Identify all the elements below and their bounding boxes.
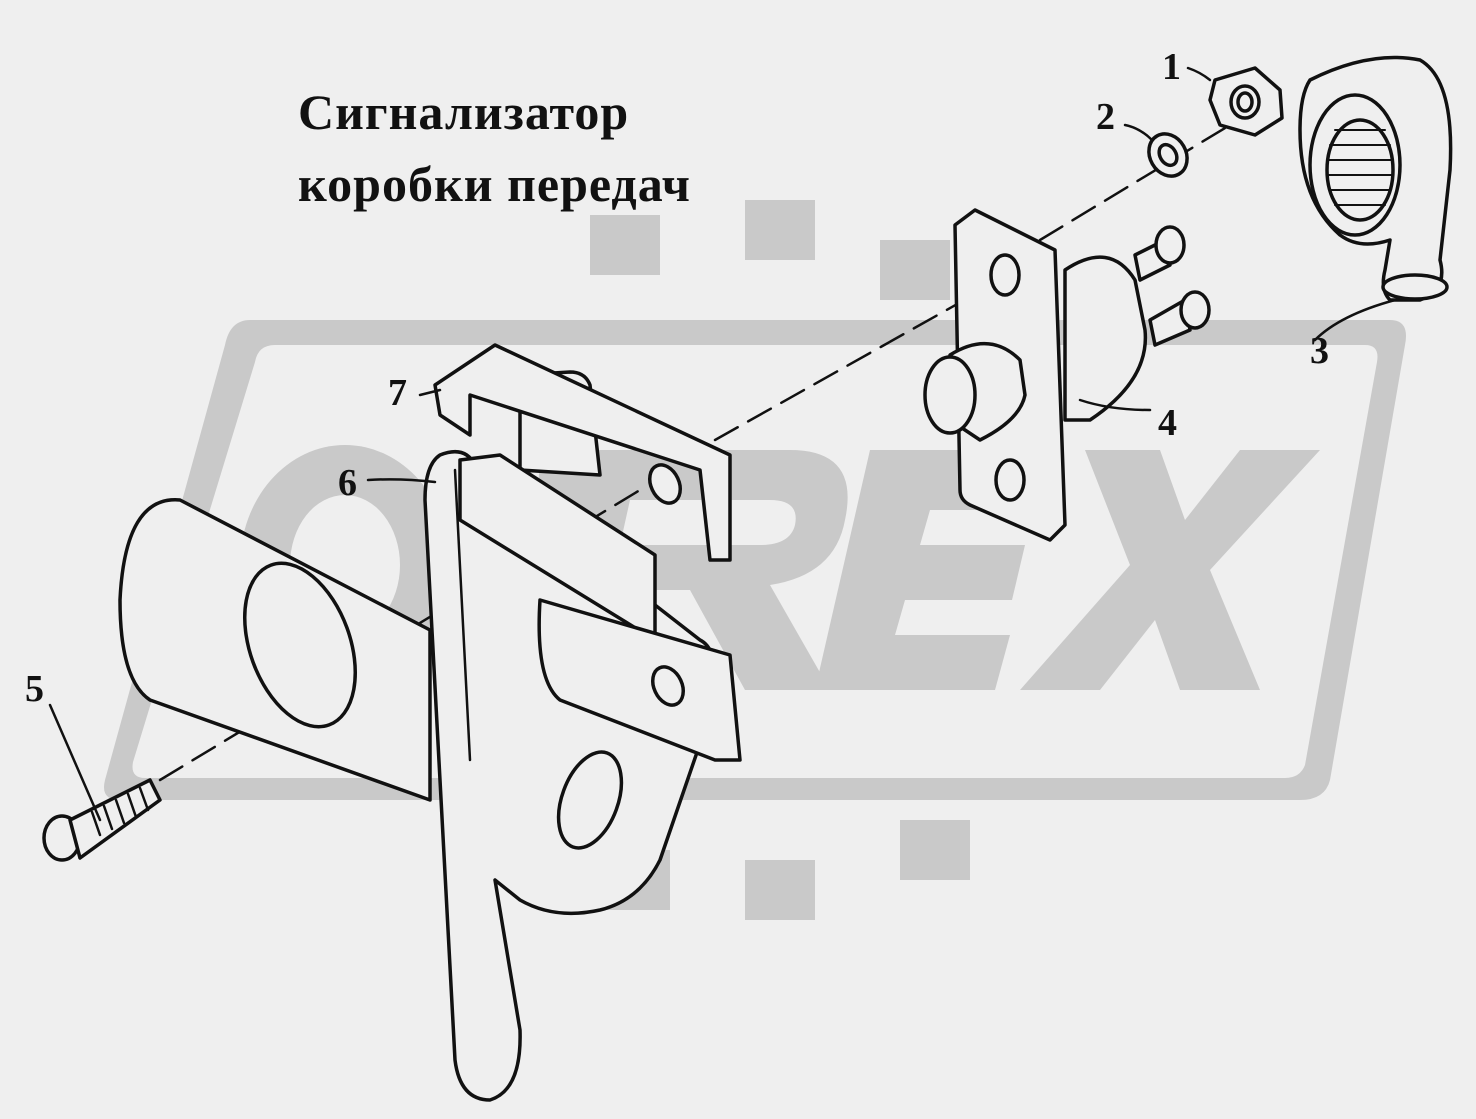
nut-part [1208, 66, 1284, 137]
washer-part [1147, 132, 1189, 178]
bracket-part [433, 343, 742, 762]
callout-3: 3 [1310, 330, 1329, 372]
callout-4: 4 [1158, 402, 1177, 444]
terminal-upper [1133, 225, 1186, 282]
callout-6: 6 [338, 462, 357, 504]
switch-part [923, 208, 1211, 542]
screw-part [42, 778, 162, 862]
shaft-cylinder [118, 498, 432, 802]
title-line-2: коробки передач [298, 156, 691, 212]
callout-2: 2 [1096, 96, 1115, 138]
title-line-1: Сигнализатор [298, 84, 630, 140]
diagram-title: Сигнализатор коробки передач [298, 76, 691, 220]
callout-5: 5 [25, 668, 44, 710]
callout-1: 1 [1162, 46, 1181, 88]
callout-7: 7 [388, 372, 407, 414]
boot-part [1298, 55, 1453, 302]
terminal-lower [1148, 290, 1211, 347]
leader-lines [48, 66, 1397, 822]
